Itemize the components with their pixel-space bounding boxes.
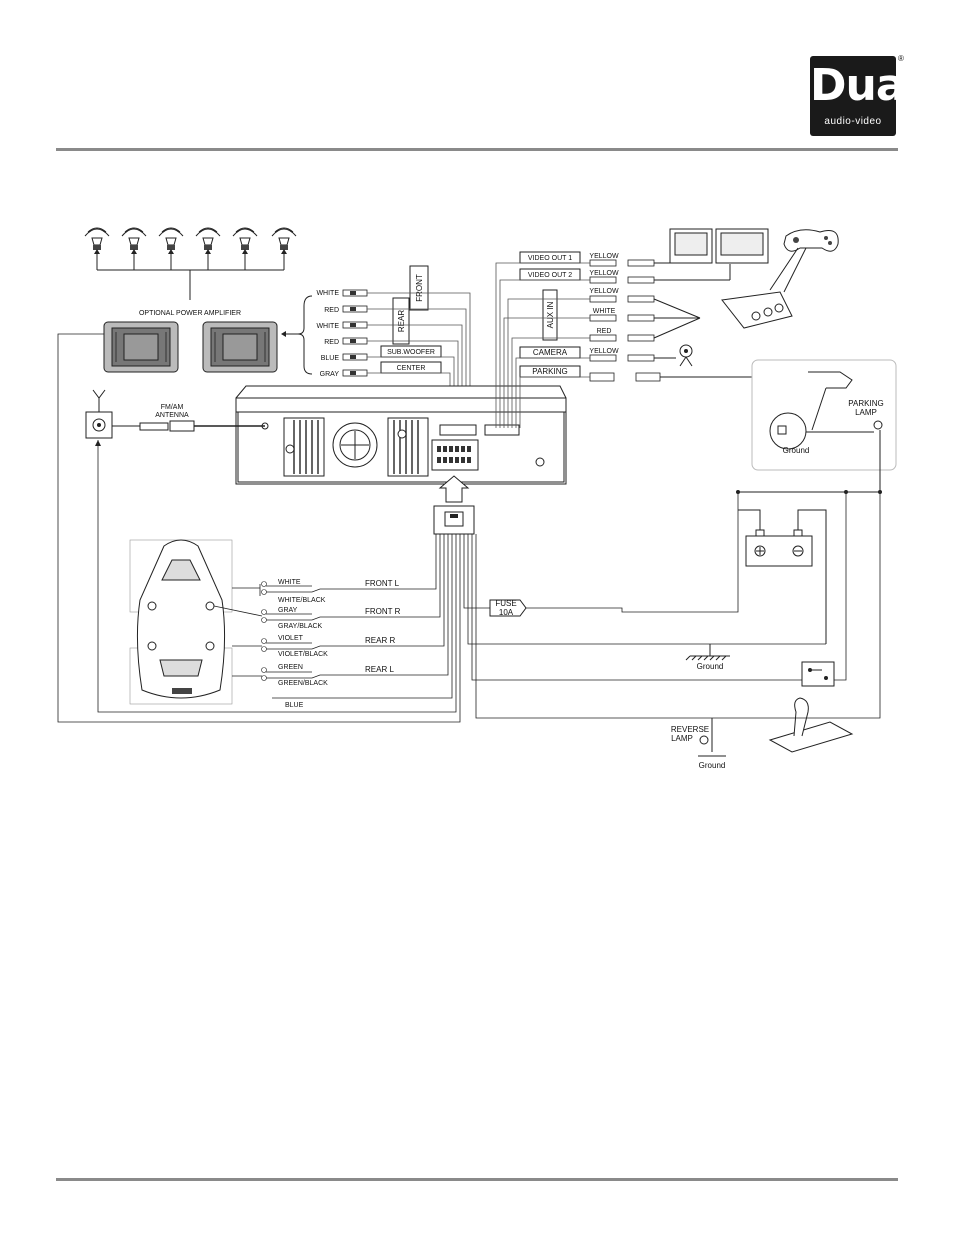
channel-label: REAR L <box>365 665 394 674</box>
antenna-label-1: FM/AM <box>161 404 184 411</box>
antenna-icon <box>85 389 113 439</box>
monitor-icon <box>715 228 769 264</box>
front-group-label: FRONT <box>415 274 424 302</box>
rca-color-label: WHITE <box>316 323 339 330</box>
antenna-label-2: ANTENNA <box>155 412 189 419</box>
rca-outputs: WHITE RED WHITE RED BLUE GRAY FRONT REAR <box>316 265 471 428</box>
rca-color-label: BLUE <box>321 355 340 362</box>
fuse-label-1: FUSE <box>495 599 516 608</box>
parking-input: PARKING <box>519 365 803 432</box>
rca-color-label: WHITE <box>316 290 339 297</box>
gear-shift-icon <box>475 492 881 753</box>
speaker-icon <box>232 227 258 250</box>
rca-color-label: GRAY <box>320 371 340 378</box>
car-icon <box>129 539 233 705</box>
reverse-lamp: REVERSE LAMP Ground <box>671 718 726 770</box>
speaker-icon <box>271 227 297 250</box>
wire-plus-label: GREEN <box>278 664 303 671</box>
speaker-row <box>84 227 297 300</box>
aux-in: AUX IN YELLOW WHITE RED <box>503 288 701 428</box>
ground-symbol: Ground <box>467 534 826 671</box>
av-device-icon <box>721 291 793 329</box>
aux-in-label: AUX IN <box>546 301 555 328</box>
video-out-1-color: YELLOW <box>589 253 619 260</box>
wire-plus-label: WHITE <box>278 579 301 586</box>
speaker-icon <box>121 227 147 250</box>
camera-input: CAMERA YELLOW <box>515 346 676 428</box>
channel-label: FRONT R <box>365 607 401 616</box>
battery-icon <box>738 509 827 644</box>
aux-color-white: WHITE <box>593 308 616 315</box>
rca-color-label: RED <box>324 339 339 346</box>
amplifier-title: OPTIONAL POWER AMPLIFIER <box>139 310 241 317</box>
fuse-label-2: 10A <box>499 608 514 617</box>
parking-lamp-label-1: PARKING <box>848 399 883 408</box>
wire-plus-label: GRAY <box>278 607 298 614</box>
ground-label: Ground <box>697 662 724 671</box>
registered-mark: ® <box>898 54 904 63</box>
reverse-label-1: REVERSE <box>671 725 709 734</box>
speaker-wiring: WHITE WHITE/BLACK FRONT L GRAY GRAY/BLAC… <box>213 534 449 687</box>
reverse-label-2: LAMP <box>671 734 693 743</box>
logo-tagline: audio-video <box>824 116 882 127</box>
head-unit <box>235 385 567 485</box>
footer-rule <box>56 1178 898 1181</box>
speaker-icon <box>158 227 184 250</box>
center-label: CENTER <box>397 365 426 372</box>
video-out-1-label: VIDEO OUT 1 <box>528 255 572 262</box>
power-harness <box>433 475 475 535</box>
channel-label: REAR R <box>365 636 395 645</box>
reverse-ground-label: Ground <box>699 761 726 770</box>
amplifier-icon <box>202 321 278 373</box>
parking-label: PARKING <box>532 367 567 376</box>
aux-color-yellow: YELLOW <box>589 288 619 295</box>
aux-color-red: RED <box>597 328 612 335</box>
video-out-2-label: VIDEO OUT 2 <box>528 272 572 279</box>
rca-color-label: RED <box>324 307 339 314</box>
camera-color: YELLOW <box>589 348 619 355</box>
camera-icon <box>679 344 693 367</box>
parking-brake-panel: Ground PARKING LAMP <box>751 359 897 492</box>
video-out-2-color: YELLOW <box>589 270 619 277</box>
wire-plus-label: VIOLET <box>278 635 304 642</box>
header-rule <box>56 148 898 151</box>
parking-lamp-label-2: LAMP <box>855 408 877 417</box>
wire-minus-label: GRAY/BLACK <box>278 623 323 630</box>
parking-ground-label: Ground <box>783 446 810 455</box>
wire-minus-label: GREEN/BLACK <box>278 680 328 687</box>
channel-label: FRONT L <box>365 579 400 588</box>
speaker-icon <box>195 227 221 250</box>
monitor-icon <box>669 228 713 264</box>
rear-group-label: REAR <box>397 310 406 332</box>
wire-minus-label: VIOLET/BLACK <box>278 651 328 658</box>
blue-wire-label: BLUE <box>285 702 304 709</box>
speaker-icon <box>84 227 110 250</box>
gamepad-icon <box>769 229 839 293</box>
camera-label: CAMERA <box>533 348 568 357</box>
subwoofer-label: SUB.WOOFER <box>387 349 435 356</box>
video-outputs: VIDEO OUT 1 YELLOW VIDEO OUT 2 YELLOW <box>495 251 731 428</box>
amplifier-icon <box>103 321 179 373</box>
ignition-switch-icon <box>471 492 847 687</box>
fuse: FUSE 10A <box>463 492 739 617</box>
wire-minus-label: WHITE/BLACK <box>278 597 326 604</box>
